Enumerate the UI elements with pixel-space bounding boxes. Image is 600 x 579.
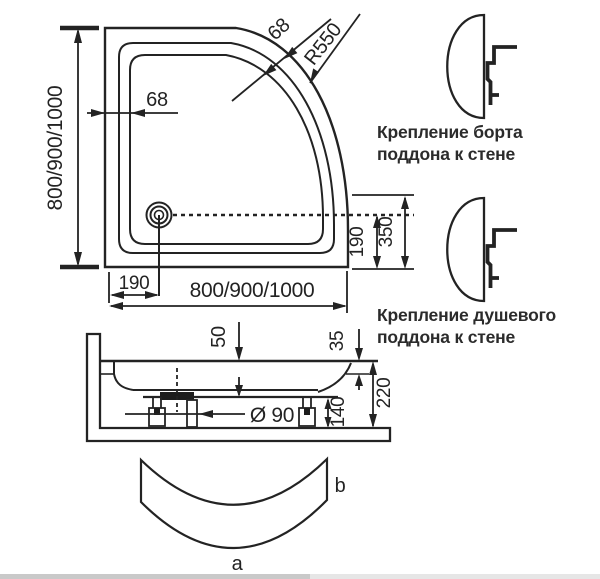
dim-right-190-350 <box>352 194 414 270</box>
dim-rim-height-label: 35 <box>327 331 348 352</box>
arrow-sw-2 <box>284 46 298 59</box>
top-view <box>103 26 414 296</box>
wall-bracket-detail-bottom <box>446 196 517 303</box>
dim-depth-left-label: 800/900/1000 <box>44 86 67 211</box>
dim-190-bottom-label: 190 <box>119 273 150 294</box>
dim-total-height-label: 220 <box>374 378 395 409</box>
arrow-down-350 <box>401 256 409 269</box>
arrow-down-platform <box>235 385 243 397</box>
dim-leg-height <box>324 398 332 428</box>
panel-outline <box>139 456 329 550</box>
dim-bottom <box>108 271 348 313</box>
wall-mount-bottom-caption: Крепление душевого поддона к стене <box>377 304 556 348</box>
dim-350-label: 350 <box>376 217 397 248</box>
dim-rim-height <box>355 329 363 390</box>
arrow-sw-1 <box>263 63 277 76</box>
arrow-down-rim <box>235 347 243 361</box>
arrow-up <box>373 215 381 228</box>
dim-basin-depth <box>235 322 243 397</box>
arrow-down <box>369 414 377 428</box>
caption-line: поддона к стене <box>377 327 516 347</box>
dim-total-height <box>369 361 377 428</box>
half-disc <box>446 13 486 120</box>
caption-line: поддона к стене <box>377 144 516 164</box>
caption-line: Крепление борта <box>377 122 523 142</box>
basin-right-wall <box>317 362 352 393</box>
dim-diagonal-68-r550 <box>231 13 361 102</box>
arrow-left <box>199 410 213 418</box>
arrow-up <box>74 28 82 43</box>
dim-rim-68-label: 68 <box>146 89 168 111</box>
arrow-down <box>324 417 332 428</box>
arrow-right-w <box>333 302 347 310</box>
wall-mount-top-caption: Крепление борта поддона к стене <box>377 121 523 165</box>
right-leg-stem <box>302 397 312 408</box>
arrow-left-w <box>109 302 123 310</box>
dim-drain-diameter-label: Ø 90 <box>250 404 294 427</box>
wall-bracket-detail-top <box>446 13 517 120</box>
dim-width-bottom-label: 800/900/1000 <box>190 279 315 302</box>
arrow-left <box>131 109 145 117</box>
dim-drain-diameter <box>125 410 245 418</box>
left-leg-insert <box>154 408 160 415</box>
dim-rim-68 <box>87 109 178 117</box>
dim-depth-left <box>60 25 99 270</box>
left-leg-stem <box>152 397 162 408</box>
dim-line-68 <box>231 18 332 102</box>
dim-190-right-label: 190 <box>347 227 368 258</box>
arrow-down <box>74 252 82 267</box>
caption-line: Крепление душевого <box>377 305 556 325</box>
arrow-up-350 <box>401 196 409 209</box>
basin-left-wall <box>113 362 134 391</box>
bracket-profile <box>485 45 517 105</box>
tray-basin-contour <box>129 54 324 245</box>
arrow-left <box>110 291 124 299</box>
front-panel-label-a: a <box>232 553 244 575</box>
bottom-edge-strip-right <box>310 574 600 579</box>
front-panel-label-b: b <box>335 475 346 497</box>
dim-line-r550 <box>309 13 361 84</box>
dim-ticks <box>60 25 99 270</box>
bracket-profile <box>485 228 517 288</box>
right-leg-insert <box>304 408 310 415</box>
dim-leg-height-label: 140 <box>328 397 349 428</box>
arrow-up <box>324 398 332 409</box>
arrow-up <box>355 374 363 386</box>
dim-basin-depth-label: 50 <box>208 326 230 348</box>
tray-rim-contour <box>118 42 335 254</box>
arrow-down <box>373 256 381 269</box>
arrow-down <box>355 348 363 361</box>
half-disc <box>446 196 486 303</box>
tray-outer-contour <box>103 26 350 269</box>
front-panel-view <box>139 456 329 550</box>
bottom-edge-strip-left <box>0 574 310 579</box>
arrow-right <box>91 109 105 117</box>
arrow-r550 <box>310 68 319 83</box>
arrow-right <box>145 291 159 299</box>
wall-and-floor <box>85 332 392 443</box>
arrow-up <box>369 361 377 375</box>
ext-lines <box>352 194 414 270</box>
dim-r550-label: R550 <box>300 19 346 69</box>
